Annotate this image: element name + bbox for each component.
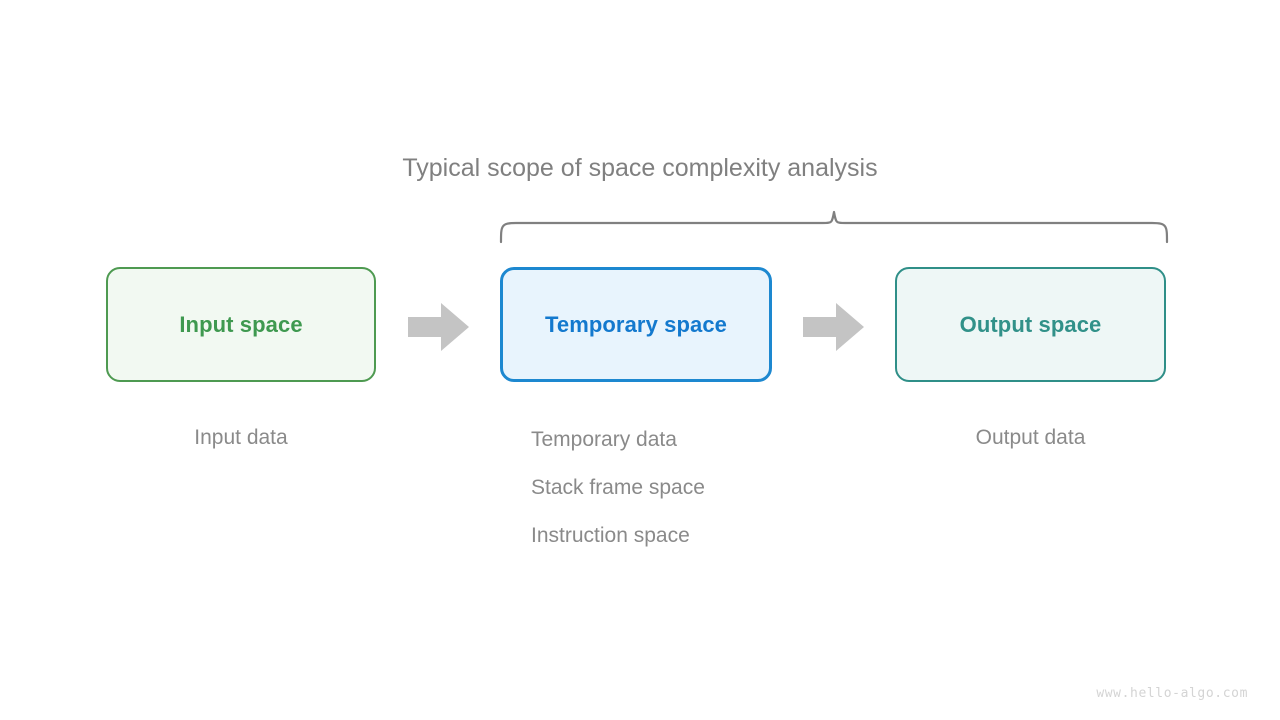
arrow-input-to-temporary xyxy=(408,301,470,353)
box-output-space[interactable]: Output space xyxy=(895,267,1166,382)
caption-instruction-space: Instruction space xyxy=(531,524,690,547)
box-input-space-label: Input space xyxy=(179,311,303,337)
scope-title: Typical scope of space complexity analys… xyxy=(402,154,878,182)
box-temporary-space-label: Temporary space xyxy=(544,311,728,337)
box-output-space-label: Output space xyxy=(959,311,1102,337)
caption-input-data: Input data xyxy=(194,426,288,449)
arrow-right-icon xyxy=(408,303,469,351)
box-temporary-space[interactable]: Temporary space xyxy=(500,267,772,382)
scope-brace xyxy=(492,200,1176,244)
watermark: www.hello-algo.com xyxy=(1096,686,1248,701)
arrow-temporary-to-output xyxy=(803,301,865,353)
caption-temporary-data: Temporary data xyxy=(531,428,677,451)
caption-temporary-list: Temporary data Stack frame space Instruc… xyxy=(531,426,705,570)
arrow-right-icon xyxy=(803,303,864,351)
caption-stack-frame-space: Stack frame space xyxy=(531,476,705,499)
caption-output-data: Output data xyxy=(975,426,1086,449)
box-input-space[interactable]: Input space xyxy=(106,267,376,382)
scope-brace-icon xyxy=(499,210,1169,244)
